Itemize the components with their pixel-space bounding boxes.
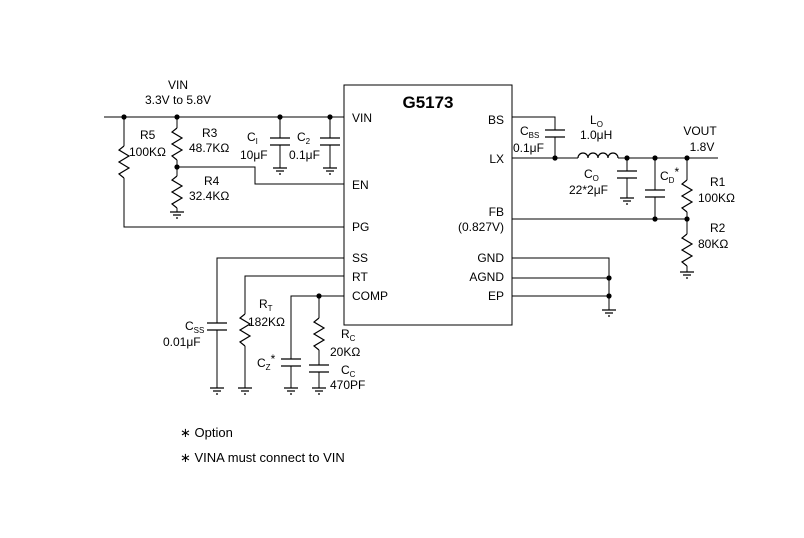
pin-lx-label: LX — [489, 152, 504, 166]
ci-name: CI — [247, 130, 258, 146]
rc-value: 20KΩ — [330, 345, 360, 359]
ground-symbol — [238, 387, 252, 395]
ground-symbol — [170, 211, 184, 219]
cd-name: CD* — [660, 165, 679, 185]
cbs-name: CBS — [520, 124, 539, 140]
cc-value: 470PF — [330, 378, 365, 392]
vout-value: 1.8V — [690, 140, 715, 154]
rc-resistor — [312, 317, 326, 351]
r3-value: 48.7KΩ — [189, 141, 229, 155]
pin-fb-voltage: (0.827V) — [458, 220, 504, 234]
r1-resistor — [680, 179, 694, 213]
compensation-network — [207, 257, 344, 395]
pin-en-label: EN — [352, 178, 369, 192]
ground-symbol — [312, 387, 326, 395]
pin-fb-label: FB — [489, 205, 504, 219]
cc-name: CC — [341, 363, 356, 379]
r2-resistor — [680, 233, 694, 267]
c2-name: C2 — [297, 130, 311, 146]
cbs-value: 0.1μF — [513, 141, 544, 155]
pin-rt-label: RT — [352, 270, 368, 284]
c2-value: 0.1μF — [289, 148, 320, 162]
rt-value: 182KΩ — [248, 315, 285, 329]
lo-inductor — [577, 152, 619, 159]
css-name: CSS — [185, 319, 204, 335]
pin-pg-label: PG — [352, 220, 369, 234]
co-value: 22*2μF — [569, 183, 608, 197]
pin-comp-label: COMP — [352, 289, 388, 303]
note-option: ∗ Option — [180, 425, 233, 440]
ground-symbol — [210, 387, 224, 395]
r3-resistor — [170, 127, 184, 161]
ic-body — [343, 84, 513, 326]
r5-value: 100KΩ — [129, 145, 166, 159]
pin-bs-label: BS — [488, 113, 504, 127]
r2-value: 80KΩ — [698, 237, 728, 251]
r4-name: R4 — [204, 174, 220, 188]
vin-range: 3.3V to 5.8V — [145, 93, 211, 107]
pin-ep-label: EP — [488, 289, 504, 303]
r3-name: R3 — [202, 126, 218, 140]
pin-gnd-label: GND — [477, 251, 504, 265]
pin-ss-label: SS — [352, 251, 368, 265]
cz-name: CZ* — [257, 352, 276, 372]
r5-resistor — [117, 145, 131, 179]
ci-value: 10μF — [240, 148, 268, 162]
ground-symbol — [273, 167, 287, 175]
vin-network — [104, 116, 344, 228]
ground-symbol — [284, 387, 298, 395]
r4-resistor — [170, 175, 184, 209]
pin-vin-label: VIN — [352, 111, 372, 125]
r2-name: R2 — [710, 221, 726, 235]
css-value: 0.01μF — [163, 335, 201, 349]
r4-value: 32.4KΩ — [189, 189, 229, 203]
rt-resistor — [238, 313, 252, 347]
r5-name: R5 — [140, 128, 156, 142]
rt-name: RT — [259, 297, 273, 313]
lo-name: LO — [590, 113, 603, 129]
rc-name: RC — [341, 327, 356, 343]
co-name: CO — [584, 167, 599, 183]
pin-agnd-label: AGND — [469, 270, 504, 284]
ic-name: G5173 — [402, 93, 453, 112]
ground-symbol — [602, 309, 616, 317]
output-network — [512, 116, 718, 317]
ground-symbol — [620, 197, 634, 205]
lo-value: 1.0μH — [580, 128, 612, 142]
r1-value: 100KΩ — [698, 191, 735, 205]
r1-name: R1 — [710, 175, 726, 189]
vout-label: VOUT — [683, 124, 717, 138]
ground-symbol — [680, 271, 694, 279]
ground-symbol — [323, 167, 337, 175]
note-vina: ∗ VINA must connect to VIN — [180, 450, 345, 465]
vin-label: VIN — [168, 78, 188, 92]
